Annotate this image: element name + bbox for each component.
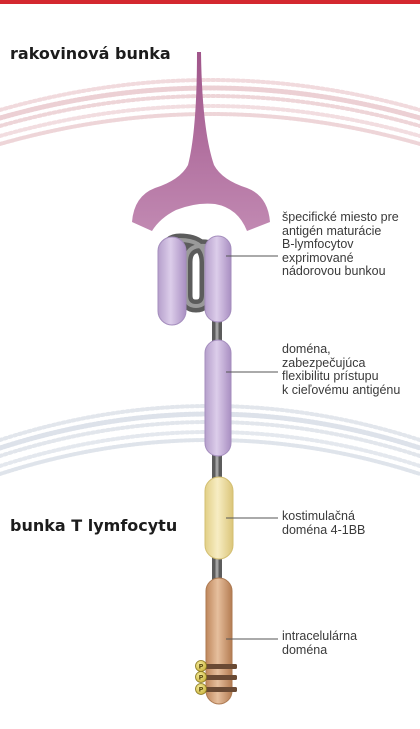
cancer-cell-heading: rakovinová bunka: [10, 44, 171, 63]
label-binding-site: špecifické miesto pre antigén maturácie …: [282, 211, 418, 279]
cancer-cell-membrane: [0, 80, 420, 144]
intracellular-domain: [206, 578, 232, 704]
leader-lines: [226, 256, 278, 639]
phosphate-label: P: [199, 674, 204, 682]
phosphate-group: P: [196, 672, 207, 683]
phosphate-label: P: [199, 686, 204, 694]
t-cell-heading: bunka T lymfocytu: [10, 516, 177, 535]
phosphate-label: P: [199, 663, 204, 671]
hinge-domain: [205, 340, 231, 456]
tumor-antigen: [132, 52, 270, 231]
phosphate-group: P: [196, 661, 207, 672]
label-hinge-domain: doména, zabezpečujúca flexibilitu prístu…: [282, 343, 418, 397]
phosphate-group: P: [196, 684, 207, 695]
label-costimulatory-domain: kostimulačná doména 4-1BB: [282, 510, 418, 537]
label-intracellular-domain: intracelulárna doména: [282, 630, 418, 657]
